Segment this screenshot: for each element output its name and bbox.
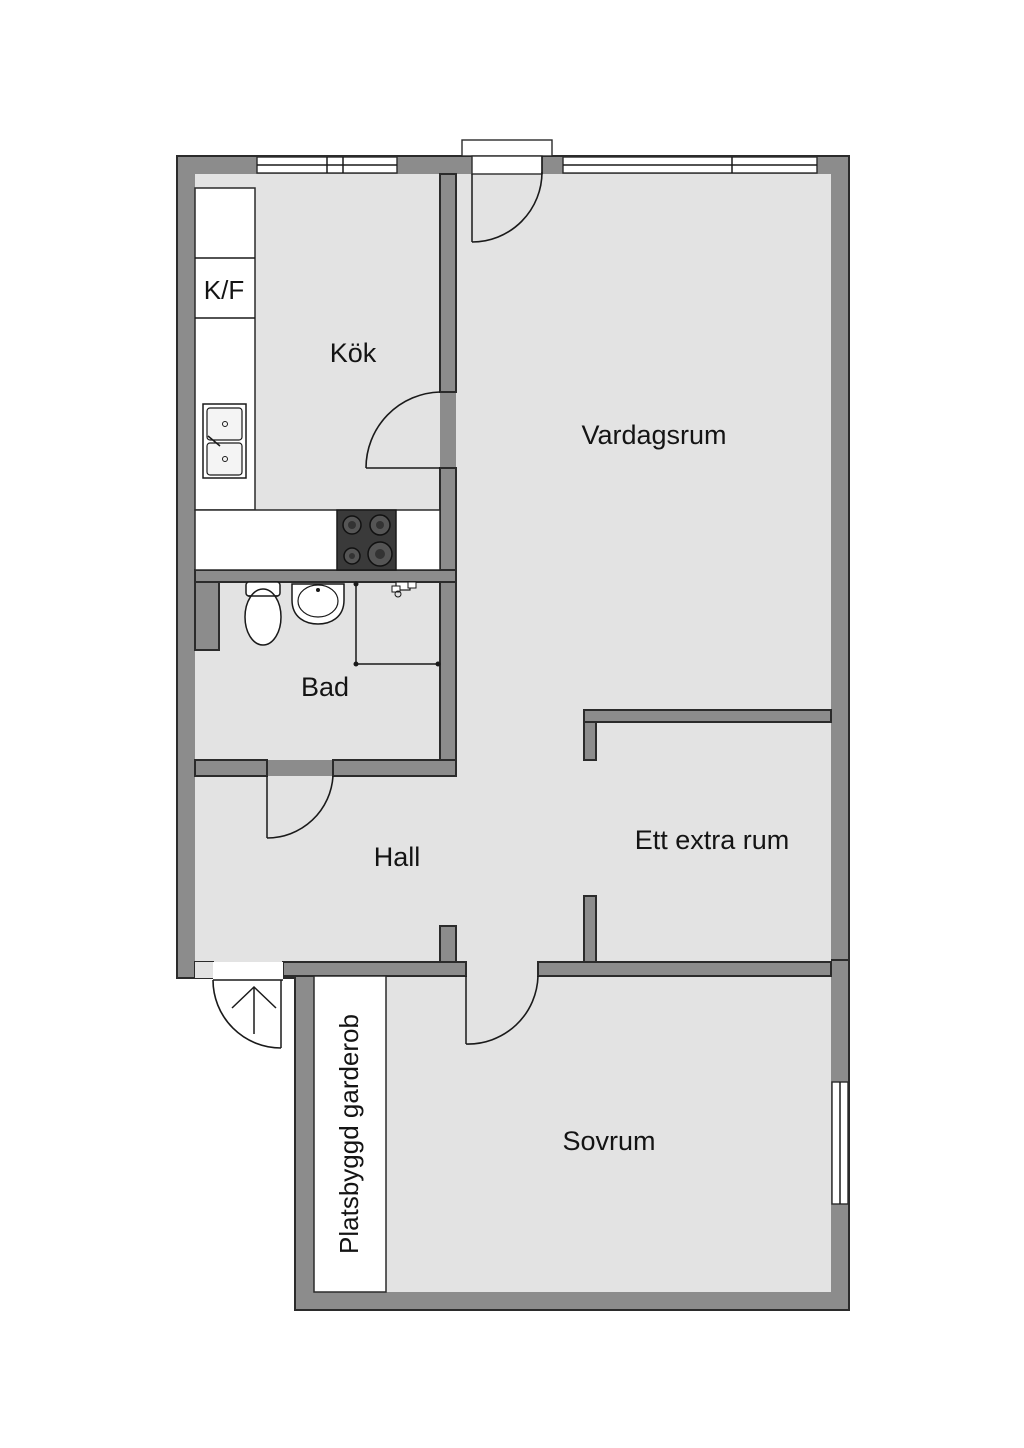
bath-label: Bad xyxy=(301,672,349,702)
fridge-label: K/F xyxy=(204,275,244,305)
bedroom-label: Sovrum xyxy=(562,1126,655,1156)
wardrobe-label: Platsbyggd garderob xyxy=(334,1014,364,1254)
kitchen-counters xyxy=(194,187,441,571)
balcony-door-frame xyxy=(461,139,553,157)
room-labels: K/F Kök Vardagsrum Bad Hall Ett extra ru… xyxy=(204,275,790,1254)
bedroom-floor xyxy=(386,976,831,1292)
inner-walls xyxy=(194,173,832,979)
living-room-label: Vardagsrum xyxy=(581,420,726,450)
doors xyxy=(212,156,543,1049)
room-floors xyxy=(195,174,831,1292)
toilet xyxy=(244,588,282,646)
bath-fixtures xyxy=(244,581,441,667)
windows xyxy=(256,139,849,1205)
extra-room-label: Ett extra rum xyxy=(635,825,790,855)
living-floor xyxy=(456,174,831,710)
shower-tap xyxy=(391,581,417,598)
extra-room-floor xyxy=(596,722,831,962)
hall-label: Hall xyxy=(374,842,421,872)
built-in-wardrobe xyxy=(313,975,387,1293)
kitchen-label: Kök xyxy=(330,338,377,368)
balcony-door-opening xyxy=(471,155,543,175)
washbasin xyxy=(291,583,345,625)
entrance-arrow-icon xyxy=(231,985,277,1034)
